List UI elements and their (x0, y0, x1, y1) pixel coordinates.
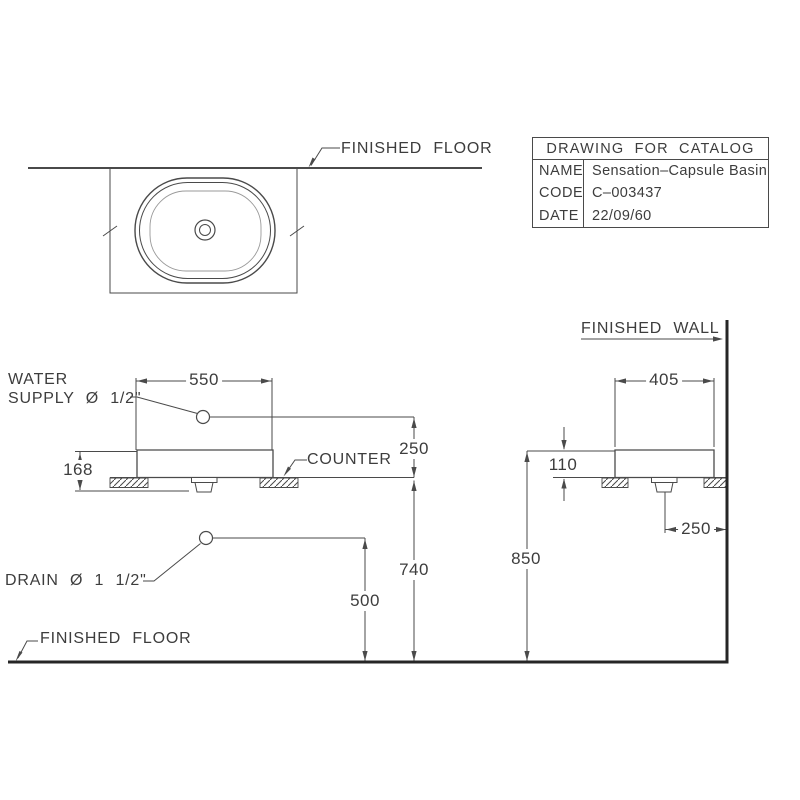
side-counter-hatch-right (704, 478, 727, 488)
arrowhead (666, 526, 676, 533)
front-counter-hatch-left (110, 478, 148, 488)
arrowhead (561, 440, 567, 450)
arrowhead (524, 651, 530, 661)
dim-basin-width: 550 (186, 370, 222, 390)
front-elevation (75, 378, 417, 662)
finished-wall-arrow (713, 336, 723, 342)
catalog-code-value: C–003437 (583, 182, 768, 205)
arrowhead (716, 526, 726, 533)
arrowhead (616, 378, 626, 384)
front-drain-body (195, 483, 213, 493)
arrowhead (411, 418, 417, 428)
dim-counter-top-height: 740 (396, 560, 432, 580)
front-counter-hatch-right (260, 478, 298, 488)
water-supply-leader (130, 397, 198, 414)
floor-and-wall (8, 320, 729, 662)
front-basin-body (137, 450, 273, 478)
arrowhead (362, 651, 368, 661)
front-drain-flange (192, 478, 218, 483)
arrowhead (703, 378, 713, 384)
drain-label: DRAIN Ø 1 1/2" (5, 572, 147, 589)
side-drain-flange (652, 478, 678, 483)
basin-bowl-edge (150, 191, 261, 271)
dim-rim-height: 850 (508, 549, 544, 569)
basin-rim-outer (135, 178, 275, 283)
finished-floor-bottom-label: FINISHED FLOOR (40, 630, 192, 647)
side-basin-body (615, 450, 714, 478)
finished-floor-top-leader (311, 148, 340, 166)
catalog-table-title: DRAWING FOR CATALOG (533, 138, 768, 160)
finished-floor-bottom-leader (18, 641, 38, 658)
arrowhead (411, 467, 417, 477)
water-supply-label-line2: SUPPLY Ø 1/2" (8, 390, 142, 407)
side-counter-hatch-left (602, 478, 628, 488)
counter-leader-arrow (283, 466, 291, 477)
plan-tick-left (103, 226, 117, 236)
catalog-table: DRAWING FOR CATALOG NAME Sensation–Capsu… (532, 137, 769, 228)
plan-view (28, 148, 482, 293)
counter-leader (286, 460, 307, 473)
drain-point (200, 532, 213, 545)
finished-wall-label: FINISHED WALL (581, 320, 720, 337)
dim-rim-above-counter: 110 (545, 455, 581, 475)
basin-rim-inner (140, 183, 271, 279)
catalog-code-label: CODE (539, 185, 584, 202)
arrowhead (137, 378, 147, 384)
catalog-name-value: Sensation–Capsule Basin (583, 160, 768, 183)
dim-basin-depth: 405 (646, 370, 682, 390)
catalog-date-value: 22/09/60 (583, 204, 768, 227)
counter-label: COUNTER (307, 451, 392, 468)
side-elevation (524, 336, 727, 662)
plan-drain-inner (200, 225, 211, 236)
catalog-date-label: DATE (539, 207, 579, 224)
arrowhead (362, 539, 368, 549)
dim-drain-height: 500 (347, 591, 383, 611)
water-supply-label-line1: WATER (8, 371, 68, 388)
water-supply-label: WATER SUPPLY Ø 1/2" (8, 370, 141, 408)
drain-leader (143, 544, 201, 582)
table-row: DATE 22/09/60 (533, 204, 768, 227)
table-row: CODE C–003437 (533, 182, 768, 205)
dim-drain-from-wall: 250 (678, 519, 714, 539)
finished-floor-top-label: FINISHED FLOOR (341, 140, 493, 157)
dim-supply-to-counter: 250 (396, 439, 432, 459)
side-drain-body (655, 483, 673, 493)
arrowhead (77, 480, 83, 490)
plan-drain-outer (195, 220, 215, 240)
water-supply-point (197, 411, 210, 424)
plan-tick-right (290, 226, 304, 236)
arrowhead (561, 478, 567, 489)
arrowhead (261, 378, 271, 384)
arrowhead (524, 452, 530, 462)
table-row: NAME Sensation–Capsule Basin (533, 160, 768, 183)
arrowhead (411, 651, 417, 661)
dim-basin-height-total: 168 (60, 460, 96, 480)
finished-floor-top-leader-arrow (308, 157, 316, 168)
finished-floor-bottom-leader-arrow (15, 651, 23, 662)
catalog-name-label: NAME (539, 163, 584, 180)
catalog-table-body: NAME Sensation–Capsule Basin CODE C–0034… (533, 160, 768, 227)
arrowhead (411, 481, 417, 491)
